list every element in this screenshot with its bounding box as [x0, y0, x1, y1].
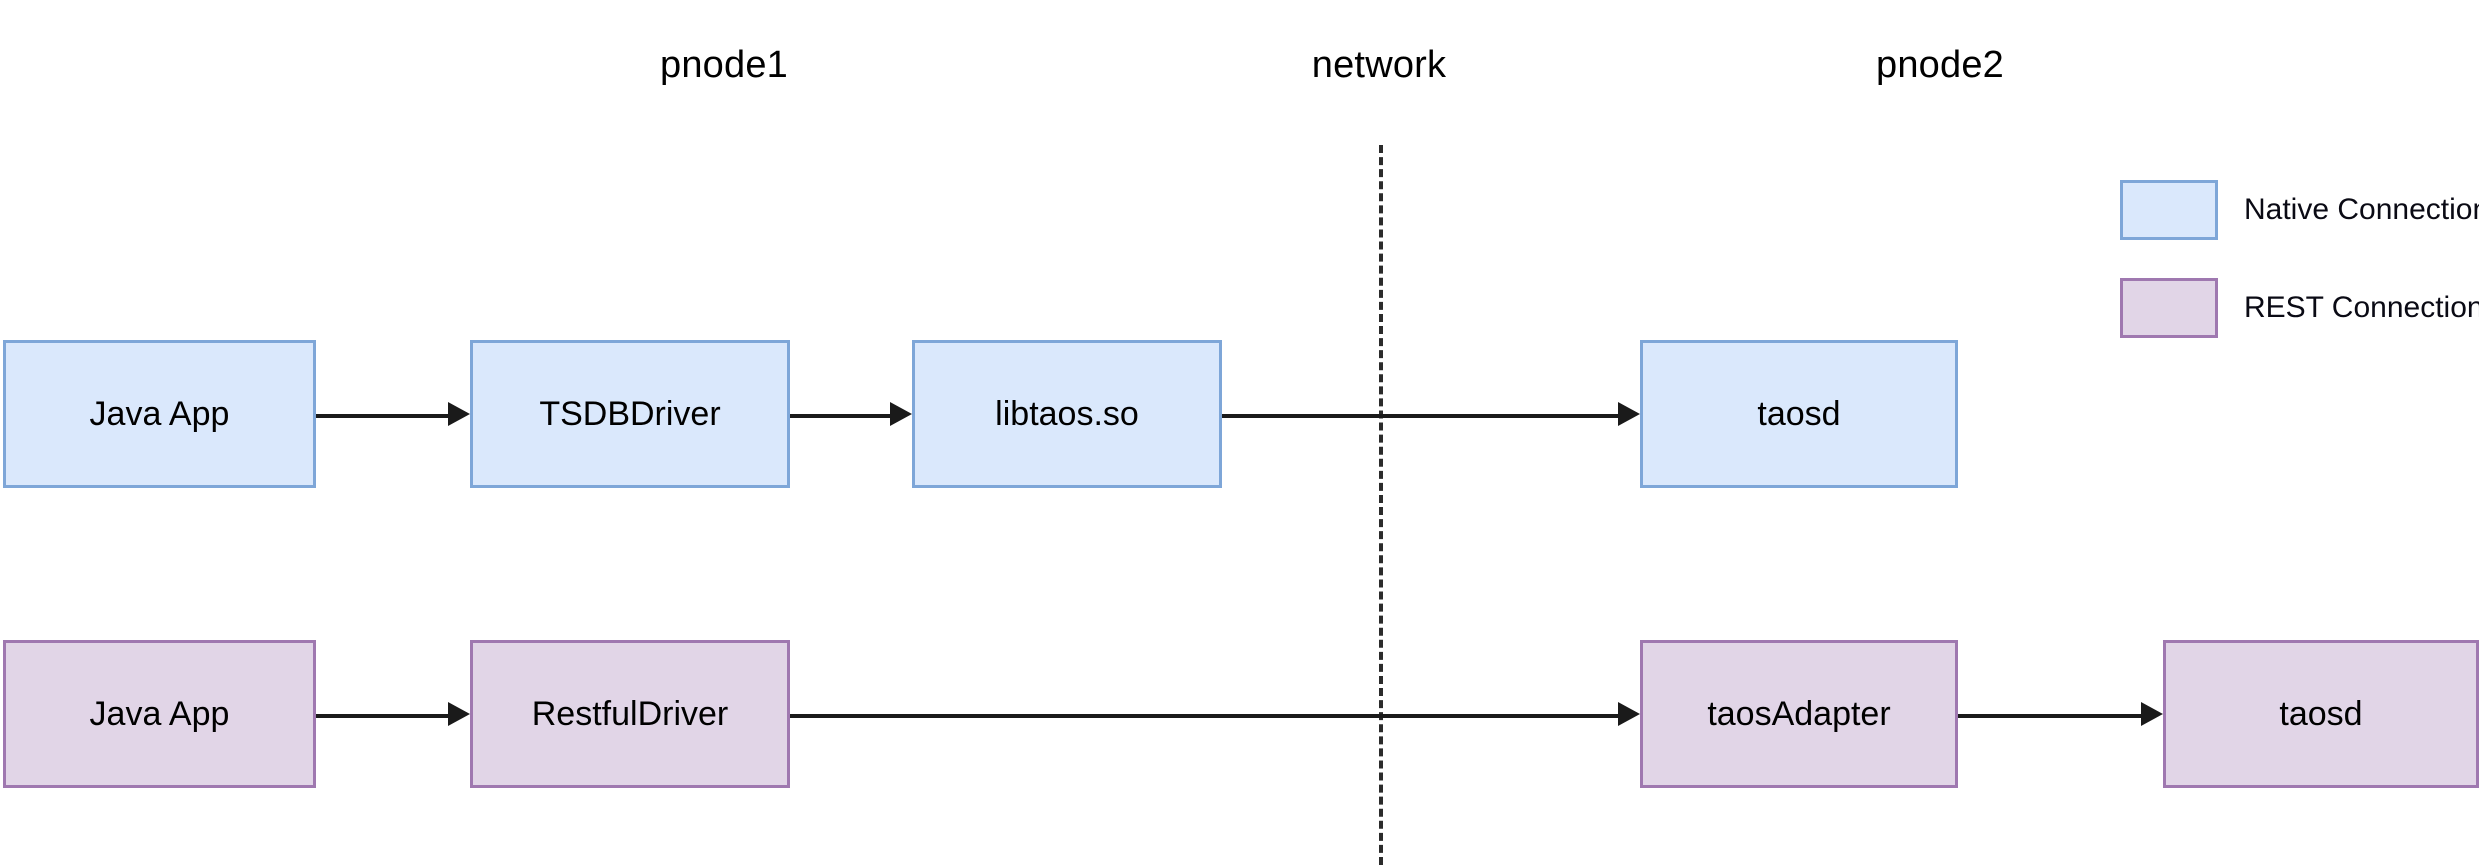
node-java-app-native[interactable]: Java App — [3, 340, 316, 488]
column-label-pnode2: pnode2 — [1875, 44, 2005, 86]
edge-libtaos-to-taosd — [1222, 414, 1618, 418]
column-label-pnode1: pnode1 — [659, 44, 789, 86]
node-tsdbdriver[interactable]: TSDBDriver — [470, 340, 790, 488]
edge-javaapp-to-restfuldriver — [316, 714, 448, 718]
legend-swatch-native — [2120, 180, 2218, 240]
arrowhead-taosadapter-to-taosd — [2141, 702, 2163, 726]
arrowhead-tsdbdriver-to-libtaos — [890, 402, 912, 426]
node-restfuldriver[interactable]: RestfulDriver — [470, 640, 790, 788]
edge-taosadapter-to-taosd — [1958, 714, 2141, 718]
legend-item-rest-connection: REST Connection — [2120, 278, 2479, 338]
node-libtaos-so[interactable]: libtaos.so — [912, 340, 1222, 488]
arrowhead-javaapp-to-tsdbdriver — [448, 402, 470, 426]
column-label-network: network — [1311, 44, 1447, 86]
node-taosadapter[interactable]: taosAdapter — [1640, 640, 1958, 788]
legend-label-native: Native Connection — [2244, 193, 2479, 226]
node-java-app-rest[interactable]: Java App — [3, 640, 316, 788]
edge-restfuldriver-to-taosadapter — [790, 714, 1618, 718]
arrowhead-javaapp-to-restfuldriver — [448, 702, 470, 726]
edge-javaapp-to-tsdbdriver — [316, 414, 448, 418]
legend-swatch-rest — [2120, 278, 2218, 338]
arrowhead-restfuldriver-to-taosadapter — [1618, 702, 1640, 726]
legend-label-rest: REST Connection — [2244, 291, 2479, 324]
network-divider — [1379, 145, 1383, 865]
node-taosd-rest[interactable]: taosd — [2163, 640, 2479, 788]
edge-tsdbdriver-to-libtaos — [790, 414, 890, 418]
legend-item-native-connection: Native Connection — [2120, 180, 2479, 240]
arrowhead-libtaos-to-taosd — [1618, 402, 1640, 426]
node-taosd-native[interactable]: taosd — [1640, 340, 1958, 488]
